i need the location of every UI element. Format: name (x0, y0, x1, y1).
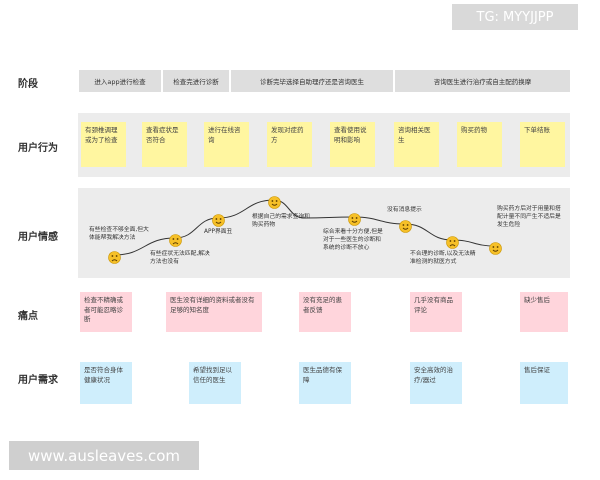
sad-face-icon (445, 234, 459, 249)
pain-note: 医生没有详细的资料或者没有足够的知名度 (166, 292, 262, 332)
sad-face-icon (107, 249, 121, 264)
pain-note: 缺少售后 (520, 292, 568, 332)
watermark-bottom: www.ausleaves.com (9, 441, 199, 470)
row-label-pain: 痛点 (18, 311, 38, 322)
emotion-band (78, 188, 570, 278)
emotion-curve-line (113, 199, 496, 256)
need-note: 医生品德有保障 (299, 362, 351, 404)
phase-3: 咨询医生进行治疗或自主配药换摩 (395, 70, 570, 92)
row-label-emotion: 用户情感 (18, 232, 58, 243)
behavior-note: 查看症状是否符合 (142, 122, 187, 167)
pain-note: 没有充足的患者反馈 (299, 292, 351, 332)
emotion-label: 不合理的诊断,以及无法精准检测的就医方式 (410, 251, 476, 265)
behavior-note: 下单结账 (520, 122, 565, 167)
emotion-label: 购买药方后对于用量和搭配计量不同产生不适后是发生危险 (497, 206, 561, 228)
behavior-note: 发现对症药方 (267, 122, 312, 167)
emotion-label: 有些症状无法匹配,解决方法也没有 (150, 251, 210, 265)
happy-face-icon (267, 194, 281, 209)
need-note: 售后保证 (520, 362, 568, 404)
happy-face-icon (398, 218, 412, 233)
emotion-label: 有些检查不够全面,但大体能帮我解决方法 (89, 227, 149, 241)
happy-face-icon (488, 240, 502, 255)
happy-face-icon (211, 212, 225, 227)
behavior-note: 进行在线咨询 (204, 122, 249, 167)
need-note: 希望找到足以信任的医生 (189, 362, 241, 404)
phase-2: 诊断完毕选择自助理疗还是咨询医生 (231, 70, 393, 92)
watermark-top: TG: MYYJJPP (452, 4, 578, 30)
emotion-label: 综合来看十分方便,但是对于一些医生的诊断和系统的诊断不放心 (323, 229, 383, 251)
pain-note: 几乎没有商品评论 (410, 292, 462, 332)
emotion-label: APP界面丑 (204, 229, 233, 235)
need-note: 是否符合身体健康状况 (80, 362, 132, 404)
emotion-label: 根据自己的需求查询和购买药物 (252, 214, 310, 228)
phase-0: 进入app进行检查 (79, 70, 161, 92)
behavior-note: 有颈椎调理或为了检查 (81, 122, 126, 167)
phase-1: 检查完进行诊断 (163, 70, 229, 92)
row-label-stage: 阶段 (18, 79, 38, 90)
behavior-note: 查看使用说明和影响 (330, 122, 375, 167)
row-label-behavior: 用户行为 (18, 143, 58, 154)
sad-face-icon (168, 232, 182, 247)
behavior-note: 咨询相关医生 (394, 122, 439, 167)
need-note: 安全高效的治疗/器过 (410, 362, 462, 404)
emotion-label: 没有消息提示 (387, 207, 422, 213)
behavior-note: 购买药物 (457, 122, 502, 167)
pain-note: 检查不精确或者可能忍略诊断 (80, 292, 132, 332)
happy-face-icon (347, 211, 361, 226)
row-label-needs: 用户需求 (18, 375, 58, 386)
